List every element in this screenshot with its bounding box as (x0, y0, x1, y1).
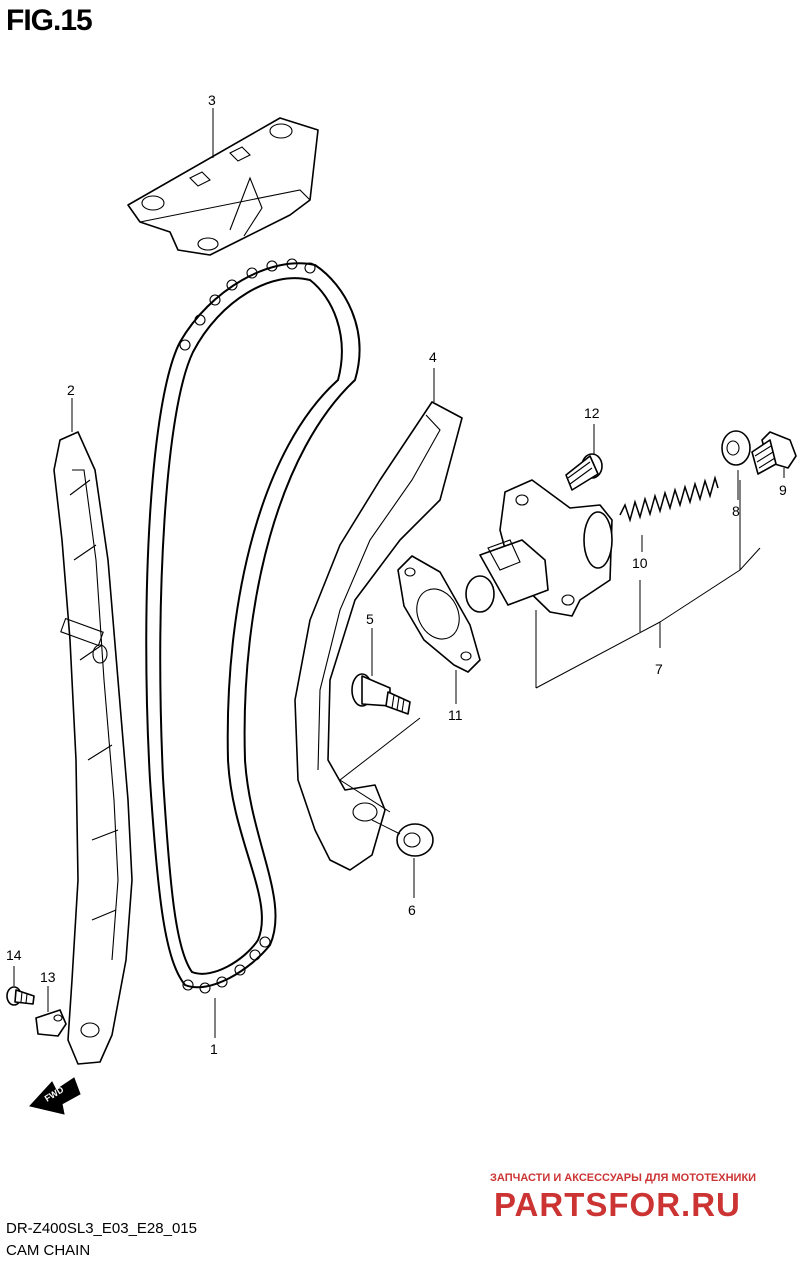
callout-1: 1 (210, 1041, 218, 1057)
model-code: DR-Z400SL3_E03_E28_015 (6, 1220, 197, 1237)
part-7-tensioner-assembly (465, 479, 613, 617)
part-4-tensioner-guide (294, 401, 463, 871)
callout-11: 11 (448, 707, 463, 723)
callout-7: 7 (655, 661, 663, 677)
part-2-chain-guide (53, 431, 133, 1065)
callout-3: 3 (208, 92, 216, 108)
callout-2: 2 (67, 382, 75, 398)
callout-13: 13 (40, 969, 56, 985)
figure-title: FIG.15 (6, 4, 93, 37)
callout-9: 9 (779, 482, 787, 498)
part-3-chain-guide-plate (127, 117, 319, 256)
part-1-cam-chain (145, 258, 361, 994)
section-name: CAM CHAIN (6, 1242, 91, 1259)
part-5-pivot-bolt (351, 673, 411, 715)
part-11-gasket (397, 555, 481, 673)
callout-10: 10 (632, 555, 648, 571)
watermark-logo-text: PARTSFOR.RU (494, 1186, 741, 1222)
part-14-screw (6, 986, 35, 1006)
watermark-logo: PARTSFOR.RU (494, 1186, 741, 1222)
watermark-tagline: ЗАПЧАСТИ И АКСЕССУАРЫ ДЛЯ МОТОТЕХНИКИ (490, 1172, 757, 1184)
part-8-washer (721, 430, 751, 466)
callout-8: 8 (732, 503, 740, 519)
part-10-spring (619, 475, 719, 523)
callout-5: 5 (366, 611, 374, 627)
callout-6: 6 (408, 902, 416, 918)
callout-14: 14 (6, 947, 22, 963)
part-12-bolt (565, 453, 603, 491)
callout-4: 4 (429, 349, 437, 365)
callout-12: 12 (584, 405, 600, 421)
part-13-clamp (35, 1009, 67, 1037)
part-9-cap-bolt (751, 431, 797, 475)
part-6-washer (396, 823, 434, 857)
forward-arrow-icon: FWD (29, 1077, 81, 1115)
